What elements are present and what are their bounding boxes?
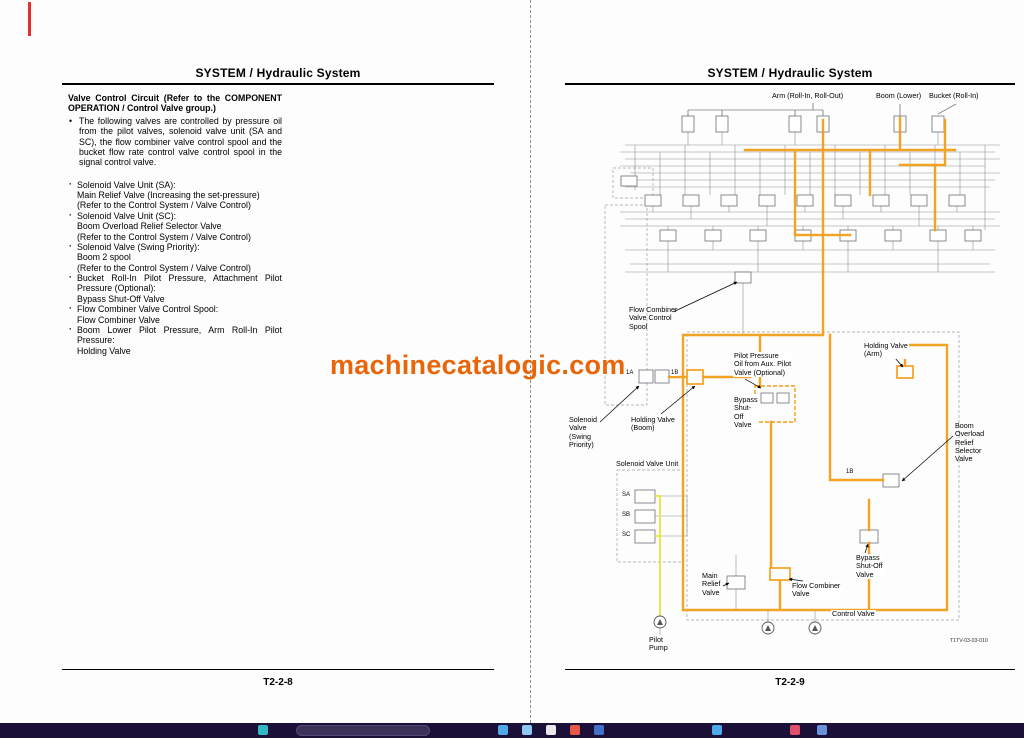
list-item-4: Bucket Roll-In Pilot Pressure, Attachmen… <box>68 272 282 304</box>
list-item-5: Flow Combiner Valve Control Spool: Flow … <box>68 303 282 325</box>
body-text-column: Valve Control Circuit (Refer to the COMP… <box>68 93 282 356</box>
page-header-left: SYSTEM / Hydraulic System <box>195 66 361 80</box>
manual-page-left: SYSTEM / Hydraulic System Valve Control … <box>62 58 494 690</box>
item-line: (Refer to the Control System / Valve Con… <box>77 231 251 242</box>
label-solenoid-swing: Solenoid Valve (Swing Priority) <box>569 415 597 449</box>
solenoid-label-sa: SA <box>622 492 631 498</box>
label-boom-overload-selector: Boom Overload Relief Selector Valve <box>955 421 985 464</box>
port-label-1b: 1B <box>671 370 679 376</box>
taskbar-app-icon-1[interactable] <box>258 725 268 735</box>
red-edge-mark <box>28 2 31 36</box>
solenoid-label-sc: SC <box>622 532 631 538</box>
intro-text: The following valves are controlled by p… <box>79 115 282 168</box>
figure-code: T1TV-03-03-010 <box>950 638 988 644</box>
item-line: Boom Lower Pilot Pressure, Arm Roll-In P… <box>68 324 282 346</box>
list-item-2: Solenoid Valve Unit (SC): Boom Overload … <box>68 210 282 242</box>
hydraulic-circuit-diagram: Arm (Roll-In, Roll-Out) Boom (Lower) Buc… <box>565 90 1015 652</box>
label-flow-combiner-spool: Flow Combiner Valve Control Spool <box>629 305 678 331</box>
taskbar-app-icon-7[interactable] <box>712 725 722 735</box>
item-line: Flow Combiner Valve Control Spool: <box>68 303 282 314</box>
footer-rule <box>62 669 494 670</box>
item-line: Solenoid Valve Unit (SC): <box>68 210 282 221</box>
label-bypass-shutoff-lower: Bypass Shut-Off Valve <box>855 553 884 579</box>
page-number-left: T2-2-8 <box>263 677 293 688</box>
taskbar-app-icon-2[interactable] <box>498 725 508 735</box>
item-line: (Refer to the Control System / Valve Con… <box>77 200 251 211</box>
header-rule <box>62 83 494 85</box>
label-solenoid-valve-unit: Solenoid Valve Unit <box>615 459 680 469</box>
label-bypass-shutoff-upper: Bypass Shut- Off Valve <box>733 395 759 430</box>
page-header-right: SYSTEM / Hydraulic System <box>707 66 873 80</box>
taskbar-app-icon-5[interactable] <box>570 725 580 735</box>
port-label-1a: 1A <box>626 370 634 376</box>
label-arm-actuators: Arm (Roll-In, Roll-Out) <box>772 91 844 100</box>
valve-list: Solenoid Valve Unit (SA): Main Relief Va… <box>68 179 282 356</box>
item-line: Solenoid Valve Unit (SA): <box>68 179 282 190</box>
label-boom-actuator: Boom (Lower) <box>876 91 922 100</box>
item-line: Bucket Roll-In Pilot Pressure, Attachmen… <box>68 272 282 294</box>
label-holding-valve-boom: Holding Valve (Boom) <box>631 415 675 433</box>
item-line: Flow Combiner Valve <box>77 314 160 325</box>
circuit-schematic-svg <box>599 103 1000 635</box>
taskbar-app-icon-9[interactable] <box>817 725 827 735</box>
page-divider <box>530 0 531 723</box>
item-line: Main Relief Valve (Increasing the set-pr… <box>77 190 260 200</box>
taskbar-search[interactable] <box>296 725 430 736</box>
intro-paragraph: The following valves are controlled by p… <box>68 116 282 168</box>
footer-rule <box>565 669 1015 670</box>
taskbar-app-icon-4[interactable] <box>546 725 556 735</box>
taskbar-app-icon-6[interactable] <box>594 725 604 735</box>
item-line: Solenoid Valve (Swing Priority): <box>68 241 282 252</box>
label-pilot-pressure-aux: Pilot Pressure Oil from Aux. Pilot Valve… <box>733 351 793 377</box>
label-holding-valve-arm: Holding Valve (Arm) <box>863 341 909 359</box>
list-item-1: Solenoid Valve Unit (SA): Main Relief Va… <box>68 179 282 211</box>
section-title: Valve Control Circuit (Refer to the COMP… <box>68 93 282 114</box>
item-line: Holding Valve <box>77 345 131 356</box>
item-line: (Refer to the Control System / Valve Con… <box>77 262 251 273</box>
watermark-text: machinecatalogic.com <box>330 350 626 380</box>
list-item-3: Solenoid Valve (Swing Priority): Boom 2 … <box>68 241 282 273</box>
header-rule <box>565 83 1015 85</box>
solenoid-label-sb: SB <box>622 512 631 518</box>
list-item-6: Boom Lower Pilot Pressure, Arm Roll-In P… <box>68 324 282 356</box>
item-line: Boom 2 spool <box>77 252 131 263</box>
label-main-relief-valve: Main Relief Valve <box>701 571 722 597</box>
manual-page-right: SYSTEM / Hydraulic System <box>565 58 1015 690</box>
label-bucket-actuator: Bucket (Roll-In) <box>929 91 979 100</box>
page-number-right: T2-2-9 <box>775 677 805 688</box>
taskbar-app-icon-3[interactable] <box>522 725 532 735</box>
taskbar-app-icon-8[interactable] <box>790 725 800 735</box>
label-flow-combiner-valve: Flow Combiner Valve <box>791 581 842 599</box>
item-line: Bypass Shut-Off Valve <box>77 293 165 304</box>
port-label-1b-2: 1B <box>846 469 854 475</box>
label-control-valve: Control Valve <box>831 609 876 619</box>
item-line: Boom Overload Relief Selector Valve <box>77 221 222 232</box>
taskbar <box>0 723 1024 738</box>
label-pilot-pump: Pilot Pump <box>649 635 668 653</box>
